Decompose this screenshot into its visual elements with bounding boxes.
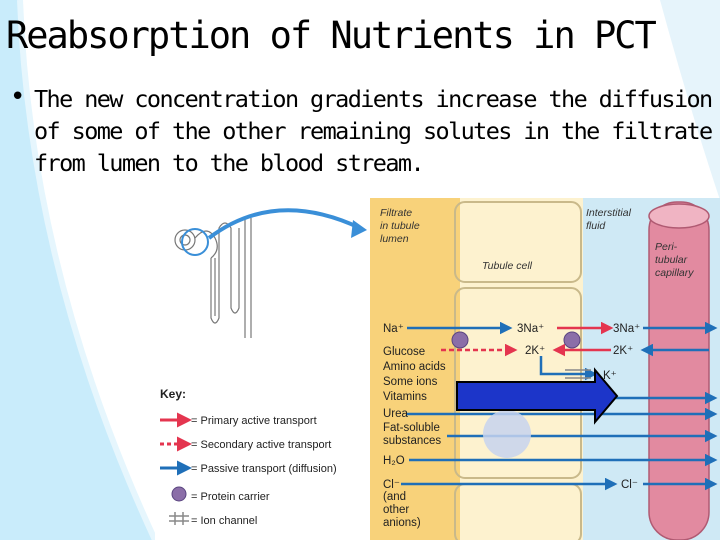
interstitial-label: Interstitial fluid (586, 207, 634, 232)
tubule-cell-label: Tubule cell (482, 260, 533, 272)
pump-k-in-label: 2K⁺ (525, 345, 545, 357)
other-anions-label: (and other anions) (383, 491, 421, 529)
tubule-cell-region (460, 198, 583, 540)
nephron-diagram (174, 218, 252, 338)
capillary-opening (648, 203, 710, 229)
cl-label: Cl⁻ (383, 479, 400, 491)
bullet-marker: • (10, 82, 26, 112)
bullet-text: The new concentration gradients increase… (34, 85, 713, 177)
na-glucose-carrier-icon (451, 331, 469, 349)
k-ion-channel-icon (565, 369, 591, 379)
legend-protein-carrier-icon (171, 486, 187, 502)
amino-acids-label: Amino acids (383, 361, 446, 373)
pump-na-in-label: 3Na⁺ (517, 323, 544, 335)
legend-ion-channel-label: = Ion channel (191, 515, 257, 527)
legend-protein-carrier-label: = Protein carrier (191, 491, 270, 503)
cl-out-label: Cl⁻ (621, 479, 638, 491)
reabsorption-figure: Key: = Primary active transport = Second… (155, 198, 720, 544)
capillary-label: Peri- tubular capillary (655, 241, 694, 279)
pump-k-out-label: 2K⁺ (613, 345, 633, 357)
pct-highlight-circle (181, 228, 209, 256)
k-leak-arrow (539, 356, 598, 381)
legend-passive-label: = Passive transport (diffusion) (191, 463, 337, 475)
some-ions-label: Some ions (383, 376, 438, 388)
legend-primary-label: = Primary active transport (191, 415, 317, 427)
urea-label: Urea (383, 408, 409, 420)
h2o-label: H₂O (383, 455, 405, 467)
fat-soluble-label: Fat-soluble substances (383, 422, 443, 447)
slide-title: Reabsorption of Nutrients in PCT (6, 14, 657, 57)
legend: Key: = Primary active transport = Second… (160, 387, 337, 527)
legend-ion-channel-icon (169, 512, 189, 525)
glucose-label: Glucose (383, 346, 425, 358)
zoom-arrow (207, 208, 361, 240)
vitamins-label: Vitamins (383, 391, 427, 403)
legend-title: Key: (160, 387, 186, 401)
pump-na-out-label: 3Na⁺ (613, 323, 640, 335)
legend-secondary-label: = Secondary active transport (191, 439, 331, 451)
zoom-arrow-head (351, 220, 367, 238)
na-label: Na⁺ (383, 323, 404, 335)
na-k-pump-icon (563, 331, 581, 349)
vesicle-circle (483, 410, 531, 458)
highlight-arrow (456, 367, 619, 425)
k-leak-label: K⁺ (603, 370, 617, 382)
filtrate-label: Filtrate in tubule lumen (380, 207, 423, 245)
